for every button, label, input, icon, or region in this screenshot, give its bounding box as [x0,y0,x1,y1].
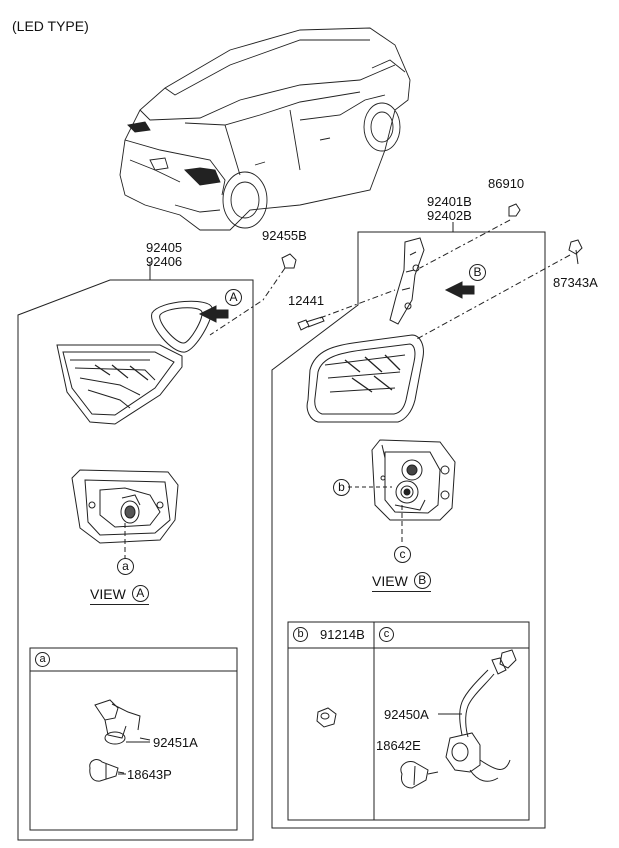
detail-box-bc [287,621,530,821]
detail-box-b-circle: b [293,627,308,642]
detail-c-callout: c [394,546,411,563]
callout-circle-A: A [225,289,242,306]
part-number-92450A: 92450A [384,707,429,722]
view-a-callout: A [225,289,242,306]
callout-circle-b: b [333,479,350,496]
part-number-91214B: 91214B [320,627,365,642]
socket-92450A-illustration [445,649,517,782]
part-number-86910: 86910 [488,176,525,191]
part-number-92455B: 92455B [262,228,307,243]
leader-12441 [319,289,396,319]
view-a-circle: A [131,585,149,602]
detail-box-b-header: b 91214B [293,627,365,642]
leader-86910 [419,219,511,269]
bulb-18643P-illustration [89,759,125,782]
part-number-92401B: 92401B [427,194,472,209]
gasket-illustration [151,300,213,353]
part-number-18642E: 18642E [376,738,421,753]
callout-circle-a: a [117,558,134,575]
screw-12441-illustration [297,316,325,331]
left-assembly-frame [17,279,254,841]
view-b-callout: B [469,264,486,281]
view-a-word: VIEW [90,585,126,602]
detail-box-c-header: c [379,627,394,642]
inner-lamp-back-view [71,469,179,544]
outer-lamp-back-view [371,439,456,521]
outer-tail-lamp-illustration [306,334,424,423]
view-b-circle: B [413,572,431,589]
bulb-18642E-illustration [400,761,439,789]
grommet-91214B-illustration [316,707,337,728]
part-number-18643P: 18643P [127,767,172,782]
part-number-92451A: 92451A [153,735,198,750]
socket-92451A-illustration [94,699,151,745]
view-a-label: VIEW A [90,585,149,605]
detail-box-a-header: a [35,652,50,667]
right-assembly-frame [271,231,546,829]
vehicle-illustration [119,27,411,231]
grommet-92455B-illustration [281,253,297,269]
view-a-arrow-icon [198,305,229,323]
detail-box-c-circle: c [379,627,394,642]
part-number-92406: 92406 [146,254,183,269]
inner-tail-lamp-illustration [56,344,183,425]
detail-b-callout: b [333,479,350,496]
leader-92455B [209,267,286,336]
view-b-word: VIEW [372,572,408,589]
page-title: (LED TYPE) [12,18,89,34]
detail-box-a [29,647,238,831]
bracket-illustration [389,237,425,325]
clip-87343A-illustration [568,239,583,265]
nut-86910-illustration [508,203,521,217]
detail-box-a-circle: a [35,652,50,667]
part-number-87343A: 87343A [553,275,598,290]
part-number-12441: 12441 [288,293,325,308]
detail-a-callout: a [117,558,134,575]
leader-87343A [414,254,571,341]
part-number-92405: 92405 [146,240,183,255]
part-number-92402B: 92402B [427,208,472,223]
callout-circle-B: B [469,264,486,281]
callout-circle-c: c [394,546,411,563]
view-b-arrow-icon [444,281,475,299]
view-b-label: VIEW B [372,572,431,592]
